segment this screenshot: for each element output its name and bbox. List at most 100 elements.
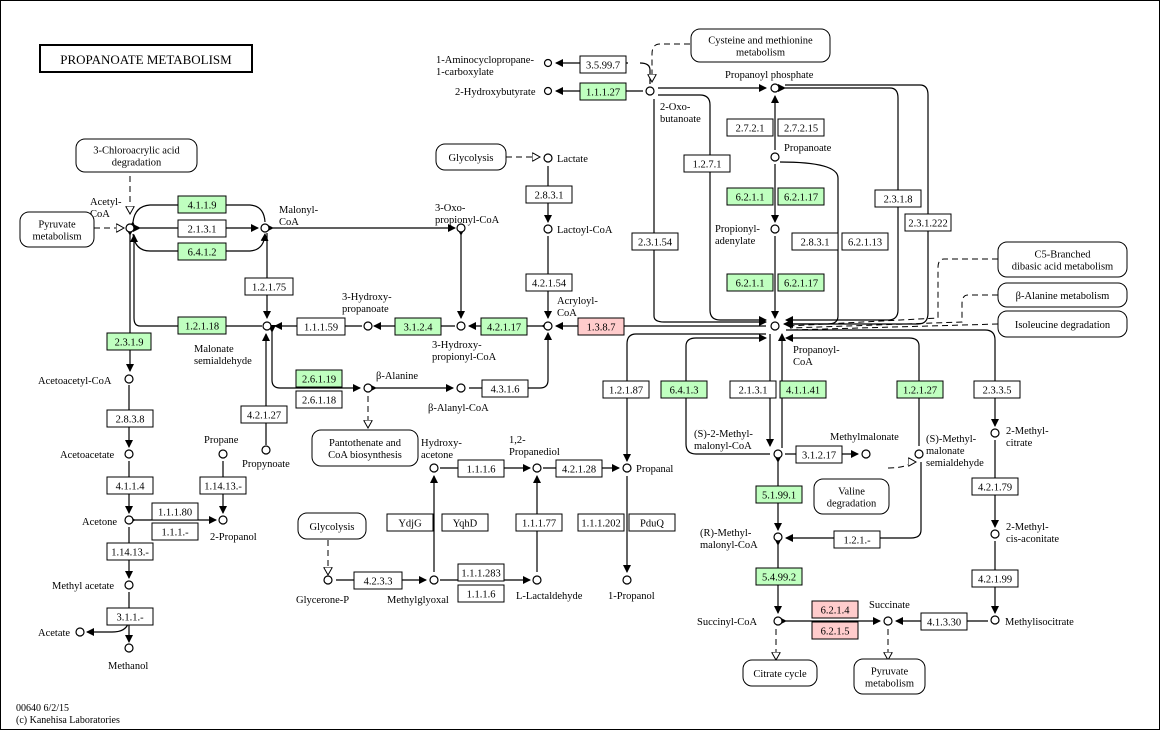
map-link-citrate[interactable]: Citrate cycle [742, 659, 818, 687]
enzyme-1-1-1-6[interactable]: 1.1.1.6 [457, 459, 505, 478]
enzyme-6-2-1-17[interactable]: 6.2.1.17 [777, 273, 825, 292]
enzyme-2-8-3-1[interactable]: 2.8.3.1 [525, 185, 573, 204]
map-link-beta-alanine-met[interactable]: β-Alanine metabolism [997, 282, 1128, 308]
enzyme-6-2-1-5[interactable]: 6.2.1.5 [811, 621, 859, 640]
compound-node-l-lactaldehyde[interactable] [532, 575, 542, 585]
enzyme-6-2-1-13[interactable]: 6.2.1.13 [841, 232, 889, 251]
compound-node-propanoate[interactable] [770, 152, 780, 162]
compound-node-methyl-acetate[interactable] [124, 580, 134, 590]
compound-node-propane[interactable] [218, 449, 228, 459]
enzyme-2-6-1-18[interactable]: 2.6.1.18 [295, 390, 343, 409]
enzyme-3-1-2-4[interactable]: 3.1.2.4 [394, 317, 442, 336]
enzyme-2-3-3-5[interactable]: 2.3.3.5 [973, 380, 1021, 399]
enzyme-1-2-1-75[interactable]: 1.2.1.75 [244, 277, 294, 296]
compound-node-acetone[interactable] [124, 515, 134, 525]
enzyme-3-5-99-7[interactable]: 3.5.99.7 [579, 55, 627, 74]
enzyme-1-3-8-7[interactable]: 1.3.8.7 [577, 317, 625, 336]
enzyme-6-4-1-2[interactable]: 6.4.1.2 [177, 242, 227, 261]
compound-node-methanol[interactable] [124, 643, 134, 653]
compound-node-one-acc[interactable] [543, 58, 553, 68]
enzyme-4-2-1-17[interactable]: 4.2.1.17 [480, 317, 528, 336]
enzyme-1-1-1-80[interactable]: 1.1.1.80 [151, 502, 199, 521]
enzyme-2-8-3-1[interactable]: 2.8.3.1 [791, 232, 839, 251]
compound-node-propanoyl-coa[interactable] [770, 321, 780, 331]
compound-node-three-hydroxy-propanoate[interactable] [363, 321, 373, 331]
compound-node-three-hydroxy-propionyl-coa[interactable] [456, 321, 466, 331]
enzyme-6-2-1-17[interactable]: 6.2.1.17 [777, 187, 825, 206]
enzyme-3-1-2-17[interactable]: 3.1.2.17 [795, 445, 843, 464]
enzyme-1-1-1-6[interactable]: 1.1.1.6 [457, 584, 505, 603]
compound-node-two-oxo-butanoate[interactable] [645, 86, 655, 96]
compound-node-propynoate[interactable] [261, 445, 271, 455]
compound-node-one-two-propanediol[interactable] [532, 463, 542, 473]
compound-node-two-methyl-cis-aconitate[interactable] [990, 529, 1000, 539]
enzyme-2-1-3-1[interactable]: 2.1.3.1 [177, 219, 227, 238]
compound-node-three-oxo-propionyl-coa[interactable] [456, 223, 466, 233]
compound-node-methylisocitrate[interactable] [990, 615, 1000, 625]
enzyme-4-2-3-3[interactable]: 4.2.3.3 [353, 571, 403, 590]
enzyme-2-8-3-8[interactable]: 2.8.3.8 [106, 409, 154, 428]
compound-node-malonyl-coa[interactable] [260, 223, 270, 233]
enzyme-2-3-1-222[interactable]: 2.3.1.222 [904, 213, 952, 232]
compound-node-s-methylmalonate-semialdehyde[interactable] [914, 449, 924, 459]
enzyme-5-1-99-1[interactable]: 5.1.99.1 [755, 485, 803, 504]
compound-node-hydroxyacetone[interactable] [429, 463, 439, 473]
compound-node-propanal[interactable] [622, 463, 632, 473]
compound-node-one-propanol[interactable] [622, 575, 632, 585]
compound-node-propanoyl-phosphate[interactable] [770, 83, 780, 93]
enzyme-1-1-1-59[interactable]: 1.1.1.59 [296, 317, 346, 336]
enzyme-6-2-1-4[interactable]: 6.2.1.4 [811, 600, 859, 619]
enzyme-2-6-1-19[interactable]: 2.6.1.19 [295, 369, 343, 388]
enzyme-1-2-1-87[interactable]: 1.2.1.87 [602, 380, 650, 399]
compound-node-s-methylmalonyl-coa[interactable] [773, 449, 783, 459]
enzyme-1-1-1-202[interactable]: 1.1.1.202 [577, 513, 625, 532]
enzyme-2-3-1-8[interactable]: 2.3.1.8 [874, 189, 922, 208]
map-link-glycolysis-top[interactable]: Glycolysis [435, 143, 507, 171]
enzyme-YqhD[interactable]: YqhD [441, 513, 489, 532]
enzyme-2-1-3-1[interactable]: 2.1.3.1 [729, 380, 777, 399]
compound-node-glycerone-p[interactable] [323, 575, 333, 585]
enzyme-4-2-1-54[interactable]: 4.2.1.54 [525, 273, 573, 292]
enzyme-1-1-1--[interactable]: 1.1.1.- [151, 522, 199, 541]
compound-node-methylmalonate[interactable] [861, 449, 871, 459]
compound-node-r-methylmalonyl-coa[interactable] [773, 532, 783, 542]
enzyme-2-3-1-54[interactable]: 2.3.1.54 [631, 232, 679, 251]
enzyme-4-1-1-4[interactable]: 4.1.1.4 [106, 476, 154, 495]
compound-node-two-hydroxybutyrate[interactable] [543, 86, 553, 96]
enzyme-1-14-13--[interactable]: 1.14.13.- [199, 476, 247, 495]
compound-node-acetoacetate[interactable] [124, 449, 134, 459]
enzyme-2-3-1-9[interactable]: 2.3.1.9 [106, 332, 152, 351]
enzyme-6-2-1-1[interactable]: 6.2.1.1 [726, 273, 774, 292]
compound-node-two-methylcitrate[interactable] [990, 428, 1000, 438]
compound-node-beta-alanine[interactable] [363, 383, 373, 393]
enzyme-4-1-1-41[interactable]: 4.1.1.41 [779, 380, 827, 399]
compound-node-acetoacetyl-coa[interactable] [124, 374, 134, 384]
compound-node-acetate[interactable] [75, 627, 85, 637]
enzyme-6-2-1-1[interactable]: 6.2.1.1 [726, 187, 774, 206]
enzyme-5-4-99-2[interactable]: 5.4.99.2 [755, 567, 803, 586]
enzyme-2-7-2-15[interactable]: 2.7.2.15 [777, 118, 825, 137]
enzyme-1-14-13--[interactable]: 1.14.13.- [106, 542, 154, 561]
compound-node-lactate[interactable] [543, 153, 553, 163]
enzyme-1-2-7-1[interactable]: 1.2.7.1 [683, 154, 731, 173]
compound-node-methylglyoxal[interactable] [429, 575, 439, 585]
compound-node-two-propanol[interactable] [218, 515, 228, 525]
enzyme-4-3-1-6[interactable]: 4.3.1.6 [481, 379, 529, 398]
enzyme-1-2-1--[interactable]: 1.2.1.- [833, 530, 881, 549]
compound-node-propionyl-adenylate[interactable] [770, 224, 780, 234]
map-link-glycolysis-bottom[interactable]: Glycolysis [297, 512, 367, 540]
compound-node-succinate[interactable] [883, 616, 893, 626]
compound-node-malonate-semialdehyde[interactable] [262, 321, 272, 331]
enzyme-6-4-1-3[interactable]: 6.4.1.3 [660, 380, 708, 399]
enzyme-1-1-1-77[interactable]: 1.1.1.77 [515, 513, 563, 532]
enzyme-4-2-1-99[interactable]: 4.2.1.99 [971, 569, 1019, 588]
enzyme-PduQ[interactable]: PduQ [628, 513, 676, 532]
enzyme-4-2-1-79[interactable]: 4.2.1.79 [971, 477, 1019, 496]
enzyme-4-2-1-27[interactable]: 4.2.1.27 [240, 405, 288, 424]
